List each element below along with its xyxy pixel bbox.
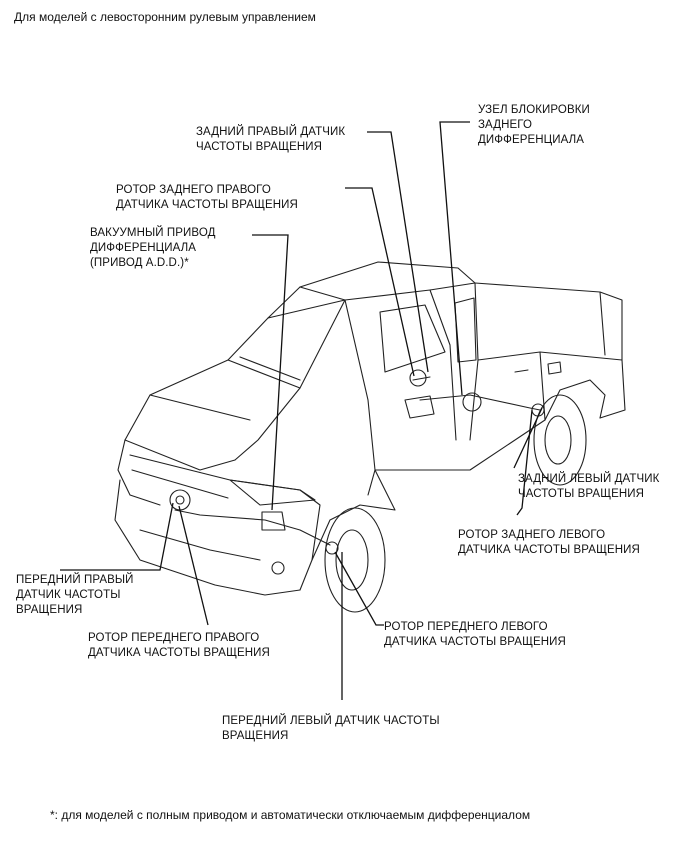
label-rear-right-sensor: ЗАДНИЙ ПРАВЫЙ ДАТЧИК ЧАСТОТЫ ВРАЩЕНИЯ [196,126,346,153]
label-vacuum-actuator: ВАКУУМНЫЙ ПРИВОД ДИФФЕРЕНЦИАЛА (ПРИВОД A… [90,227,216,269]
label-front-right-sensor: ПЕРЕДНИЙ ПРАВЫЙ ДАТЧИК ЧАСТОТЫ ВРАЩЕНИЯ [16,574,134,616]
label-front-right-rotor: РОТОР ПЕРЕДНЕГО ПРАВОГО ДАТЧИКА ЧАСТОТЫ … [88,632,270,659]
footnote: *: для моделей с полным приводом и автом… [50,808,531,822]
label-rear-diff-lock: УЗЕЛ БЛОКИРОВКИ ЗАДНЕГО ДИФФЕРЕНЦИАЛА [478,104,590,146]
label-rear-left-sensor: ЗАДНИЙ ЛЕВЫЙ ДАТЧИК ЧАСТОТЫ ВРАЩЕНИЯ [518,473,660,500]
label-rear-left-rotor: РОТОР ЗАДНЕГО ЛЕВОГО ДАТЧИКА ЧАСТОТЫ ВРА… [458,529,640,556]
label-front-left-rotor: РОТОР ПЕРЕДНЕГО ЛЕВОГО ДАТЧИКА ЧАСТОТЫ В… [384,621,566,648]
diagram-header: Для моделей с левосторонним рулевым упра… [14,10,316,24]
label-rear-right-rotor: РОТОР ЗАДНЕГО ПРАВОГО ДАТЧИКА ЧАСТОТЫ ВР… [116,184,298,211]
label-front-left-sensor: ПЕРЕДНИЙ ЛЕВЫЙ ДАТЧИК ЧАСТОТЫ ВРАЩЕНИЯ [222,715,440,742]
